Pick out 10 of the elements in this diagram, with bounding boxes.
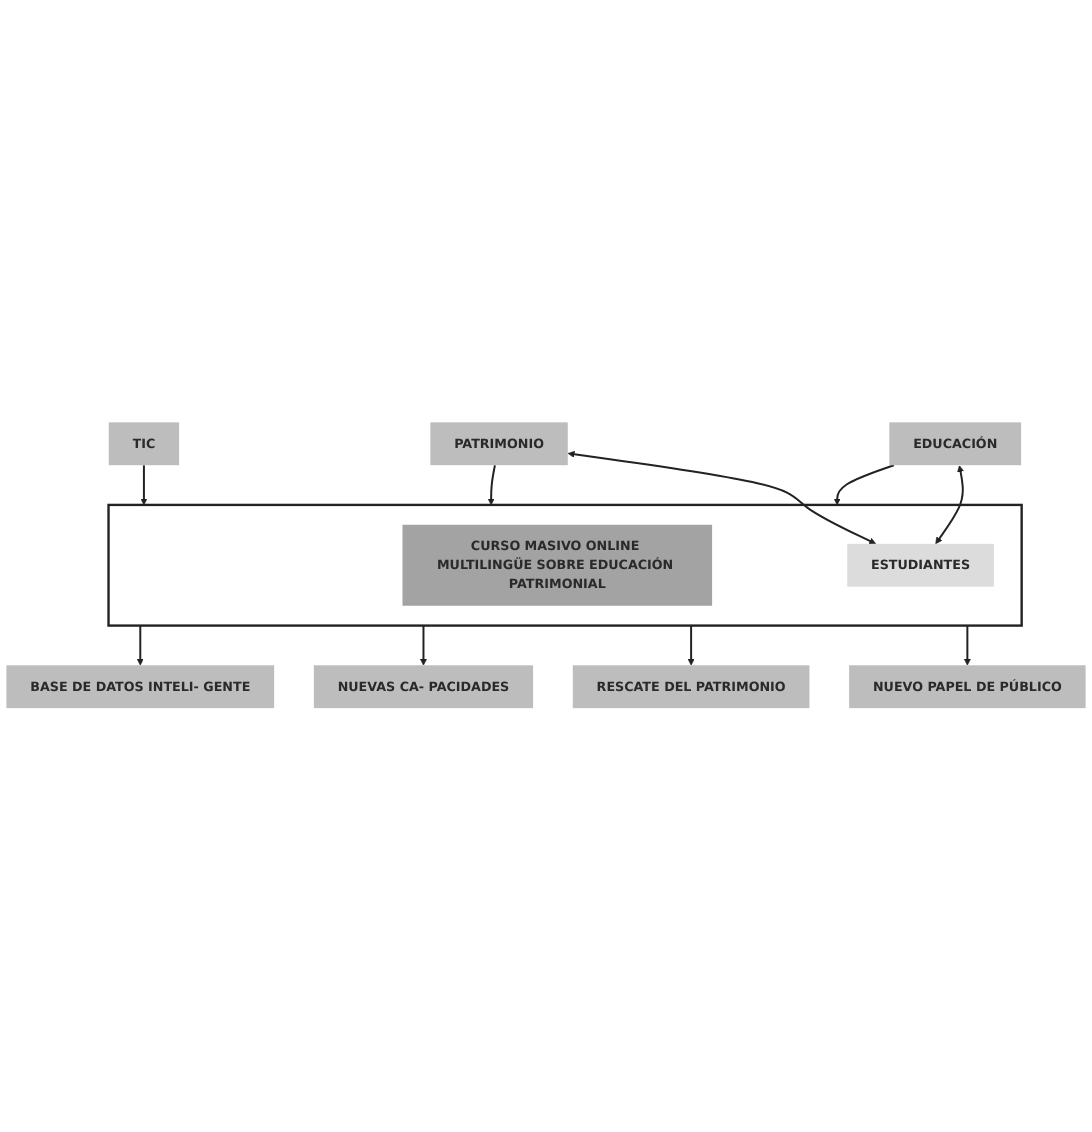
arrow: [487, 465, 496, 506]
arrow: [136, 625, 144, 667]
arrow: [833, 465, 895, 506]
arrow: [935, 465, 965, 545]
arrow: [963, 625, 971, 667]
arrow: [687, 625, 695, 667]
cluster: [107, 504, 1023, 628]
arrow: [420, 625, 427, 667]
arrow: [567, 451, 877, 545]
arrow: [140, 465, 148, 506]
